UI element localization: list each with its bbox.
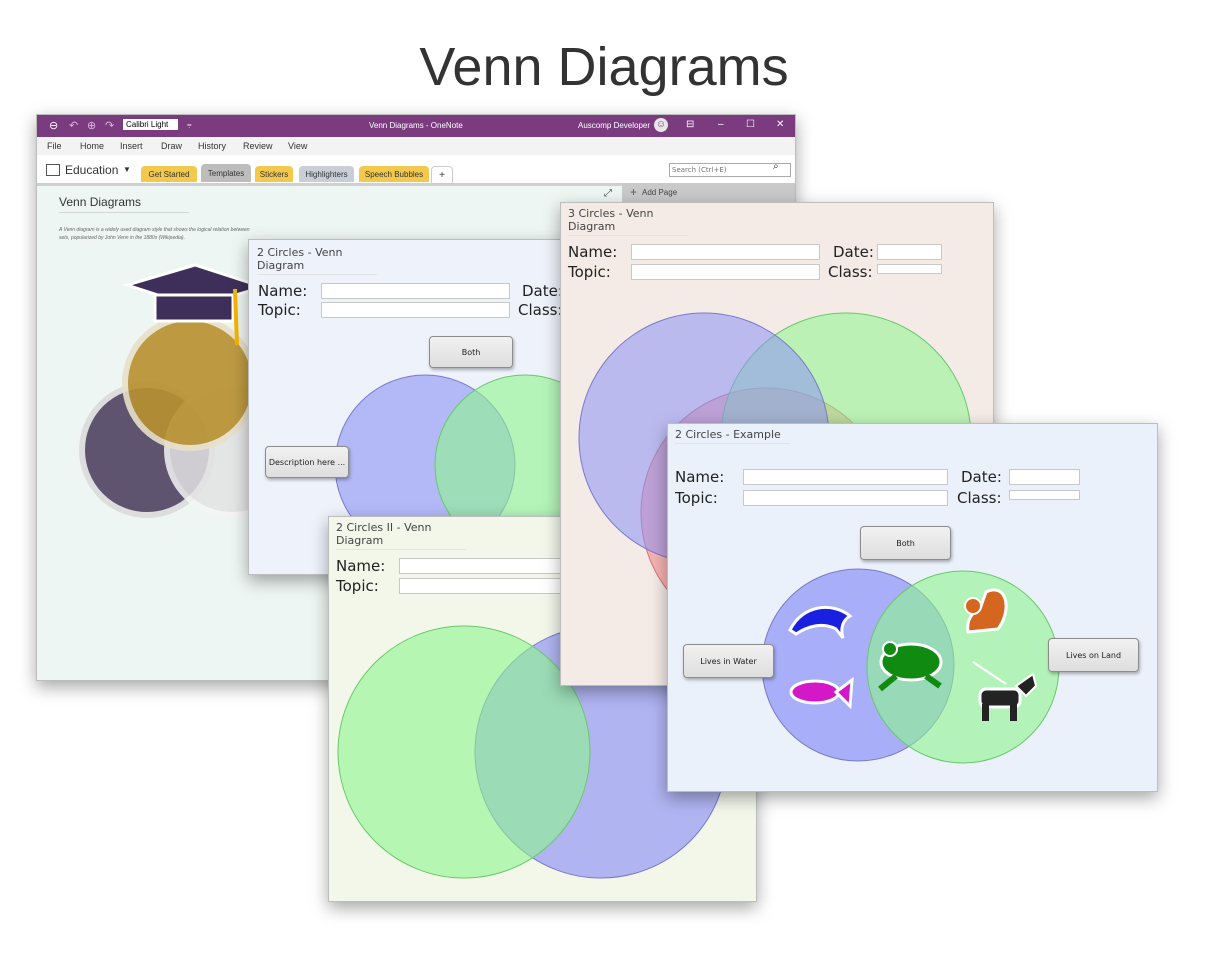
menu-file[interactable]: File xyxy=(47,141,62,151)
topic-label: Topic: xyxy=(336,577,379,595)
venn-2-circles xyxy=(334,374,579,556)
description-button[interactable]: Description here ... xyxy=(265,446,349,478)
search-icon[interactable]: ⌕ xyxy=(773,161,779,172)
redo-icon[interactable]: ↷ xyxy=(105,120,115,132)
chevron-down-icon[interactable]: ▼ xyxy=(123,165,131,174)
forward-icon[interactable]: ⊕ xyxy=(87,120,97,132)
tab-get-started[interactable]: Get Started xyxy=(141,166,197,182)
frog-icon xyxy=(878,641,943,692)
lives-in-water-button[interactable]: Lives in Water xyxy=(683,644,774,678)
venn-2-circles-ii xyxy=(337,625,728,879)
topic-label: Topic: xyxy=(258,301,301,319)
page-description-line-2: sets, popularized by John Venn in the 18… xyxy=(59,235,185,241)
add-page-icon[interactable]: + xyxy=(630,185,638,199)
name-label: Name: xyxy=(336,557,386,575)
expand-icon[interactable]: ⤢ xyxy=(604,188,612,199)
class-label: Class: xyxy=(828,263,873,281)
title-bar: ⊖ ↶ ⊕ ↷ Calibri Light ⩦ Venn Diagrams - … xyxy=(37,115,795,137)
menu-review[interactable]: Review xyxy=(243,141,273,151)
search-input[interactable] xyxy=(669,163,791,177)
topic-field[interactable] xyxy=(743,490,948,506)
menu-draw[interactable]: Draw xyxy=(161,141,183,151)
minimize-icon[interactable]: – xyxy=(718,119,724,130)
dolphin-icon xyxy=(788,605,853,639)
name-field[interactable] xyxy=(321,283,510,299)
date-field[interactable] xyxy=(877,244,942,260)
panel-2-circles-example: 2 Circles - Example Name: Date: Topic: C… xyxy=(667,423,1158,792)
add-section-button[interactable]: + xyxy=(431,166,453,184)
name-label: Name: xyxy=(568,243,618,261)
page-list-header: + Add Page xyxy=(622,183,795,203)
close-icon[interactable]: ✕ xyxy=(776,119,785,130)
name-label: Name: xyxy=(675,468,725,486)
menu-history[interactable]: History xyxy=(198,141,227,151)
font-box[interactable]: Calibri Light xyxy=(123,119,179,130)
menu-insert[interactable]: Insert xyxy=(120,141,143,151)
panel-title: 2 Circles - Example xyxy=(675,428,790,444)
window-title: Venn Diagrams - OneNote xyxy=(369,121,463,130)
section-tab-bar: Education ▼ Get Started Templates Sticke… xyxy=(37,155,795,186)
date-field[interactable] xyxy=(1009,469,1080,485)
notebook-icon[interactable] xyxy=(46,164,60,176)
quick-access-dropdown-icon[interactable]: ⩦ xyxy=(187,120,192,129)
left-circle xyxy=(337,625,591,879)
venn-example xyxy=(761,568,1060,764)
tab-stickers[interactable]: Stickers xyxy=(255,166,293,182)
tab-speech-bubbles[interactable]: Speech Bubbles xyxy=(359,166,429,182)
maximize-icon[interactable]: ☐ xyxy=(746,119,755,130)
lives-on-land-button[interactable]: Lives on Land xyxy=(1048,638,1139,672)
cap-band xyxy=(153,293,235,323)
tab-templates[interactable]: Templates xyxy=(201,164,251,182)
name-field[interactable] xyxy=(631,244,820,260)
date-label: Date: xyxy=(961,468,1002,486)
notebook-name[interactable]: Education xyxy=(65,163,119,177)
tab-highlighters[interactable]: Highlighters xyxy=(299,166,354,182)
user-name: Auscomp Developer xyxy=(578,121,651,130)
menu-bar: File Home Insert Draw History Review Vie… xyxy=(37,137,795,155)
venn-illustration xyxy=(79,263,277,518)
squirrel-icon xyxy=(964,588,1008,634)
page-title: Venn Diagrams xyxy=(59,195,189,213)
date-label: Date: xyxy=(522,282,563,300)
fish-icon xyxy=(789,676,854,710)
name-label: Name: xyxy=(258,282,308,300)
topic-field[interactable] xyxy=(321,302,510,318)
panel-title: 2 Circles - Venn Diagram xyxy=(257,246,377,275)
hero-heading: Venn Diagrams xyxy=(419,37,789,97)
menu-view[interactable]: View xyxy=(288,141,308,151)
both-button[interactable]: Both xyxy=(429,336,513,368)
undo-icon[interactable]: ↶ xyxy=(69,120,79,132)
back-icon[interactable]: ⊖ xyxy=(49,120,59,132)
menu-home[interactable]: Home xyxy=(80,141,105,151)
panel-title: 3 Circles - Venn Diagram xyxy=(568,207,688,236)
class-field[interactable] xyxy=(877,264,942,274)
topic-field[interactable] xyxy=(631,264,820,280)
add-page-button[interactable]: Add Page xyxy=(642,188,678,197)
page-description-line-1: A Venn diagram is a widely used diagram … xyxy=(59,227,250,233)
class-label: Class: xyxy=(957,489,1002,507)
cap-tassel xyxy=(233,288,239,346)
class-label: Class: xyxy=(518,301,563,319)
topic-label: Topic: xyxy=(568,263,611,281)
date-label: Date: xyxy=(833,243,874,261)
ribbon-display-icon[interactable]: ⊟ xyxy=(686,119,695,130)
both-button[interactable]: Both xyxy=(860,526,951,560)
class-field[interactable] xyxy=(1009,490,1080,500)
avatar-icon[interactable]: ☺ xyxy=(654,118,668,132)
topic-label: Topic: xyxy=(675,489,718,507)
dog-icon xyxy=(972,661,1038,721)
name-field[interactable] xyxy=(743,469,948,485)
panel-title: 2 Circles II - Venn Diagram xyxy=(336,521,466,550)
